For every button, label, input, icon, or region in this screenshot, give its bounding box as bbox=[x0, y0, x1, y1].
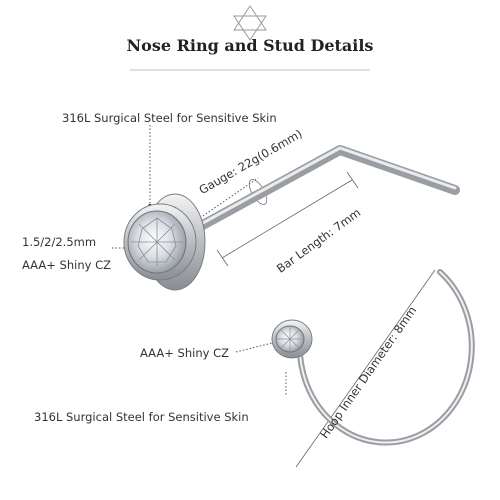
star-emblem-icon bbox=[233, 5, 267, 41]
stud-post bbox=[185, 145, 460, 237]
stud-gem bbox=[123, 193, 206, 291]
hoop-stone-label: AAA+ Shiny CZ bbox=[140, 346, 229, 360]
stud-stone-label: AAA+ Shiny CZ bbox=[22, 258, 111, 272]
hoop-leader-lines bbox=[235, 341, 287, 396]
hoop-material-label: 316L Surgical Steel for Sensitive Skin bbox=[34, 410, 249, 424]
stud-size-label: 1.5/2/2.5mm bbox=[22, 235, 97, 249]
stud-leader-lines bbox=[112, 125, 259, 249]
hoop-gem bbox=[271, 319, 313, 359]
bar-length-dimension bbox=[216, 171, 359, 267]
page-title: Nose Ring and Stud Details bbox=[126, 36, 374, 55]
hoop-diameter-dimension bbox=[295, 269, 436, 468]
stud-material-label: 316L Surgical Steel for Sensitive Skin bbox=[62, 111, 277, 125]
hoop-ring bbox=[296, 269, 475, 446]
